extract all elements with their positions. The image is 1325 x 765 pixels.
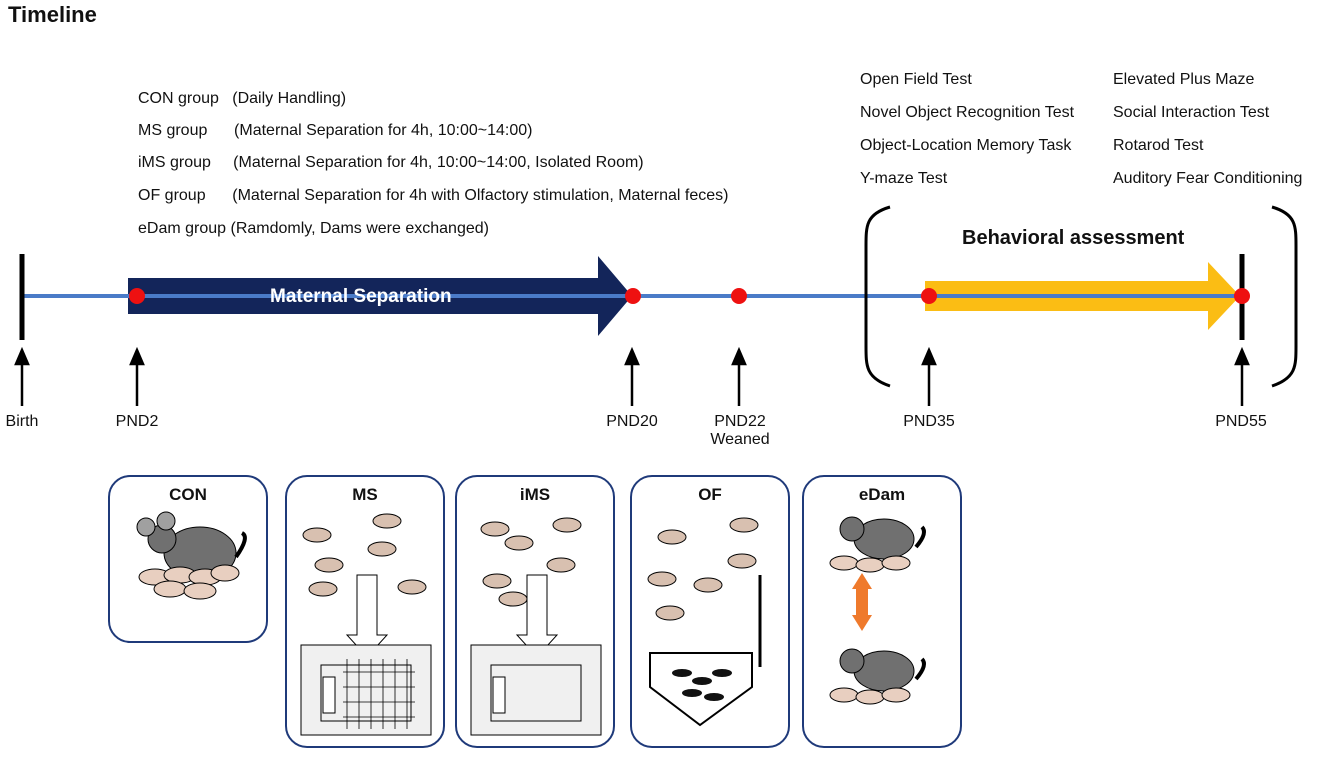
group-ims: iMS group (Maternal Separation for 4h, 1…	[138, 154, 644, 172]
group-ms-name: MS group	[138, 122, 208, 139]
page-title: Timeline	[8, 2, 97, 27]
label-weaned: Weaned	[710, 431, 770, 448]
edam-illustration	[829, 516, 926, 705]
card-of-title: OF	[698, 485, 722, 504]
group-of: OF group (Maternal Separation for 4h wit…	[138, 187, 728, 205]
card-ims: iMS	[455, 475, 615, 748]
dot-pnd20	[625, 288, 641, 304]
behavior-label: Behavioral assessment	[962, 227, 1185, 249]
card-con: CON	[108, 475, 268, 643]
card-edam-title: eDam	[858, 485, 906, 504]
group-ms-desc: (Maternal Separation for 4h, 10:00~14:00…	[234, 122, 533, 139]
group-con: CON group (Daily Handling)	[138, 90, 346, 108]
test-novel-object: Novel Object Recognition Test	[860, 104, 1075, 121]
group-edam: eDam group (Ramdomly, Dams were exchange…	[138, 220, 489, 238]
label-pnd22-name: PND22	[714, 413, 766, 430]
dot-pnd22	[731, 288, 747, 304]
con-illustration	[136, 511, 247, 600]
test-object-location: Object-Location Memory Task	[860, 137, 1072, 154]
group-ims-name: iMS group	[138, 154, 211, 171]
dot-pnd35	[921, 288, 937, 304]
group-con-name: CON group	[138, 90, 219, 107]
card-ms: MS	[285, 475, 445, 748]
test-open-field: Open Field Test	[860, 71, 972, 88]
test-y-maze: Y-maze Test	[860, 170, 948, 187]
card-con-title: CON	[169, 485, 207, 504]
test-rotarod: Rotarod Test	[1113, 137, 1204, 154]
label-pnd20: PND20	[606, 413, 658, 430]
group-ms: MS group (Maternal Separation for 4h, 10…	[138, 122, 532, 140]
dot-pnd55	[1234, 288, 1250, 304]
card-edam: eDam	[802, 475, 962, 748]
group-ims-desc: (Maternal Separation for 4h, 10:00~14:00…	[233, 154, 644, 171]
group-edam-name: eDam group	[138, 220, 227, 237]
ims-illustration	[470, 517, 602, 736]
test-fear-conditioning: Auditory Fear Conditioning	[1113, 170, 1303, 187]
bracket-left	[864, 205, 891, 388]
card-ms-title: MS	[352, 485, 378, 504]
label-pnd2: PND2	[115, 413, 159, 430]
ms-illustration	[300, 513, 432, 736]
label-birth: Birth	[5, 413, 39, 430]
of-illustration	[647, 517, 762, 727]
dot-pnd2	[129, 288, 145, 304]
separation-label: Maternal Separation	[270, 286, 452, 307]
bracket-right	[1271, 205, 1298, 388]
group-of-desc: (Maternal Separation for 4h with Olfacto…	[232, 187, 729, 204]
group-con-desc: (Daily Handling)	[232, 90, 347, 107]
card-of: OF	[630, 475, 790, 748]
label-pnd35: PND35	[903, 413, 955, 430]
test-elevated-plus: Elevated Plus Maze	[1113, 71, 1255, 88]
label-pnd55: PND55	[1215, 413, 1267, 430]
card-ims-title: iMS	[519, 485, 551, 504]
test-social: Social Interaction Test	[1113, 104, 1270, 121]
group-of-name: OF group	[138, 187, 206, 204]
group-edam-desc: (Ramdomly, Dams were exchanged)	[230, 220, 489, 237]
